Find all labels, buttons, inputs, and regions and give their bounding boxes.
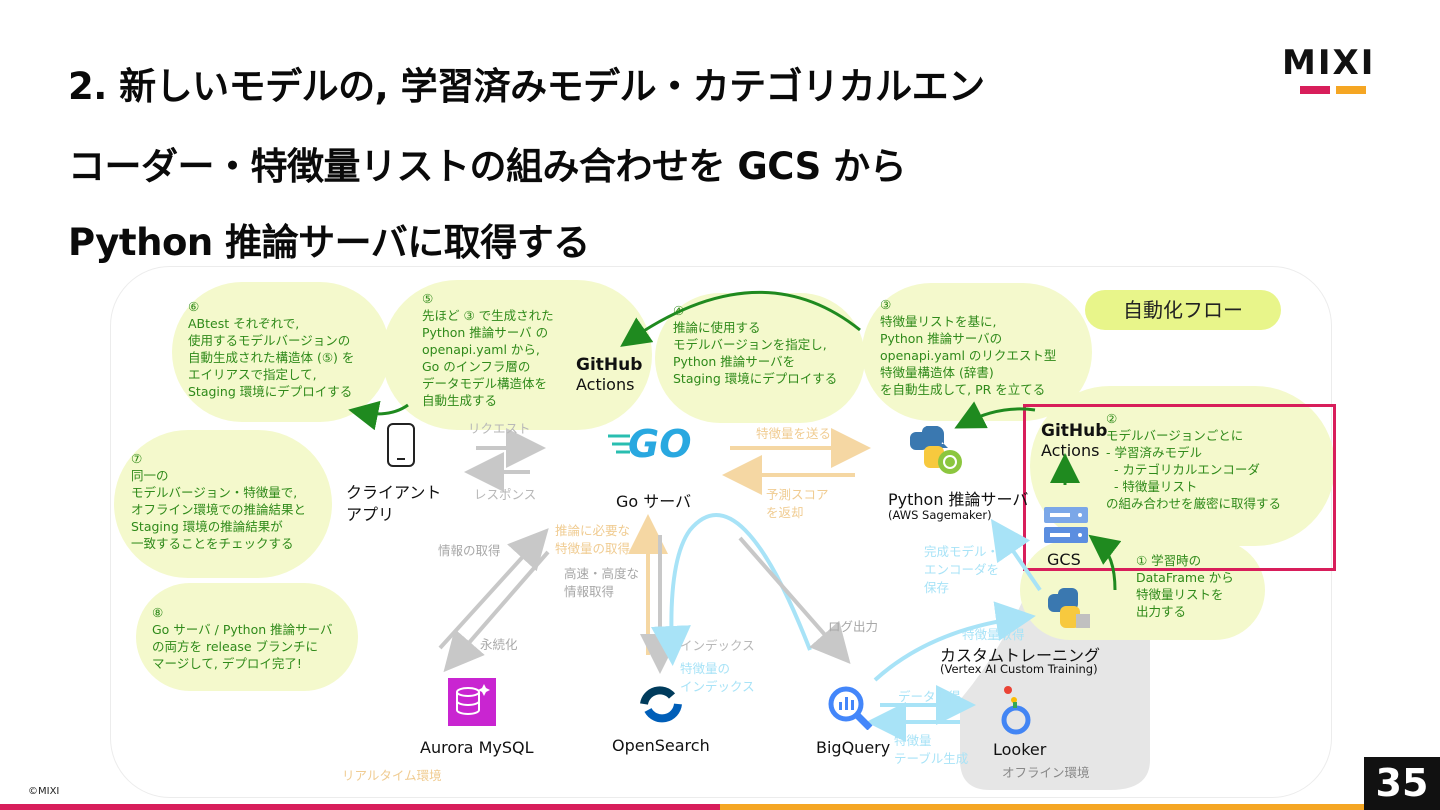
client-app-label: クライアント アプリ — [346, 483, 442, 524]
page-title-line-1: 2. 新しいモデルの, 学習済みモデル・カテゴリカルエン — [68, 65, 985, 108]
logo-bar-orange — [1336, 86, 1366, 94]
highlight-box — [1023, 404, 1336, 571]
edge-feature-table: 特徴量 テーブル生成 — [894, 733, 969, 766]
custom-training-sub: (Vertex AI Custom Training) — [940, 662, 1098, 676]
edge-index: インデックス — [680, 638, 755, 653]
bubble-step-7 — [114, 430, 332, 578]
actions-text: Actions — [576, 375, 635, 394]
aurora-label: Aurora MySQL — [420, 738, 534, 757]
edge-feature-index: 特徴量の インデックス — [680, 661, 755, 694]
zone-realtime-label: リアルタイム環境 — [342, 768, 442, 783]
custom-training-label: カスタムトレーニング — [940, 646, 1101, 665]
looker-label: Looker — [993, 740, 1047, 759]
edge-feature-fetch: 特徴量取得 — [962, 627, 1025, 642]
opensearch-icon — [640, 686, 682, 723]
github-text: GitHub — [576, 355, 643, 375]
go-server-label: Go サーバ — [616, 492, 692, 511]
edge-needed-features: 推論に必要な 特徴量の取得 — [555, 523, 631, 556]
python-training-icon — [1048, 588, 1090, 628]
step-3-note: ③ 特徴量リストを基に, Python 推論サーバの openapi.yaml … — [880, 297, 1057, 397]
github-text: GitHub — [1041, 421, 1108, 441]
auto-flow-badge: 自動化フロー — [1085, 290, 1281, 330]
page-title-line-3: Python 推論サーバに取得する — [68, 221, 590, 264]
bubble-step-6 — [172, 282, 390, 422]
step-8-note: ⑧ Go サーバ / Python 推論サーバ の両方を release ブラン… — [152, 605, 333, 671]
looker-icon — [1001, 686, 1031, 735]
go-logo-text: GO — [628, 422, 692, 466]
bigquery-label: BigQuery — [816, 738, 891, 757]
step-2-number: ② — [1106, 411, 1118, 426]
python-server-label: Python 推論サーバ — [888, 490, 1029, 509]
step-1-note: ① 学習時の DataFrame から 特徴量リストを 出力する — [1136, 553, 1234, 619]
python-server-sub: (AWS Sagemaker) — [888, 508, 992, 522]
bigquery-icon — [828, 686, 873, 730]
bubble-step-4 — [655, 293, 865, 423]
footer-bar-orange — [720, 804, 1364, 810]
edge-save-model: 完成モデル・ エンコーダを 保存 — [924, 544, 1000, 595]
mixi-logo: MIXI — [1282, 46, 1382, 96]
step-2-note: モデルバージョンごとに - 学習済みモデル - カテゴリカルエンコーダ - 特徴… — [1106, 428, 1282, 511]
bubble-step-3 — [862, 283, 1092, 421]
logo-bar-pink — [1300, 86, 1330, 94]
python-server-icon — [910, 426, 962, 474]
smartphone-icon — [387, 423, 415, 467]
edge-persist: 永続化 — [480, 637, 518, 652]
gcs-label: GCS — [1047, 550, 1081, 569]
step-5-note: ⑤ 先ほど ③ で生成された Python 推論サーバ の openapi.ya… — [422, 291, 554, 408]
footer-bar-pink — [0, 804, 720, 810]
copyright: ©MIXI — [28, 786, 60, 797]
edge-send-features: 特徴量を送る — [756, 426, 832, 441]
bubble-step-8 — [136, 583, 358, 691]
aurora-database-icon — [448, 678, 496, 726]
logo-text: MIXI — [1282, 43, 1376, 83]
step-6-note: ⑥ ABtest それぞれで, 使用するモデルバージョンの 自動生成された構造体… — [188, 299, 355, 399]
edge-request: リクエスト — [468, 421, 531, 436]
edge-log-output: ログ出力 — [828, 619, 879, 634]
edge-fast-info: 高速・高度な 情報取得 — [564, 566, 640, 599]
edge-return-score: 予測スコア を返却 — [766, 487, 829, 520]
edge-response: レスポンス — [474, 487, 537, 502]
gcs-storage-icon — [1044, 507, 1088, 543]
step-7-note: ⑦ 同一の モデルバージョン・特徴量で, オフライン環境での推論結果と Stag… — [131, 451, 307, 551]
bubble-step-5 — [382, 280, 652, 430]
zone-offline-label: オフライン環境 — [1002, 765, 1090, 780]
github-actions-label-center: GitHub Actions — [576, 356, 642, 395]
edge-data-fetch: データ取得 — [898, 689, 961, 704]
opensearch-label: OpenSearch — [612, 736, 710, 755]
step-4-note: ④ 推論に使用する モデルバージョンを指定し, Python 推論サーバを St… — [673, 303, 838, 386]
edge-fetch-info: 情報の取得 — [438, 543, 501, 558]
page-number: 35 — [1364, 757, 1440, 810]
page-title-line-2: コーダー・特徴量リストの組み合わせを GCS から — [68, 145, 907, 188]
go-logo-icon: GO — [606, 422, 696, 466]
